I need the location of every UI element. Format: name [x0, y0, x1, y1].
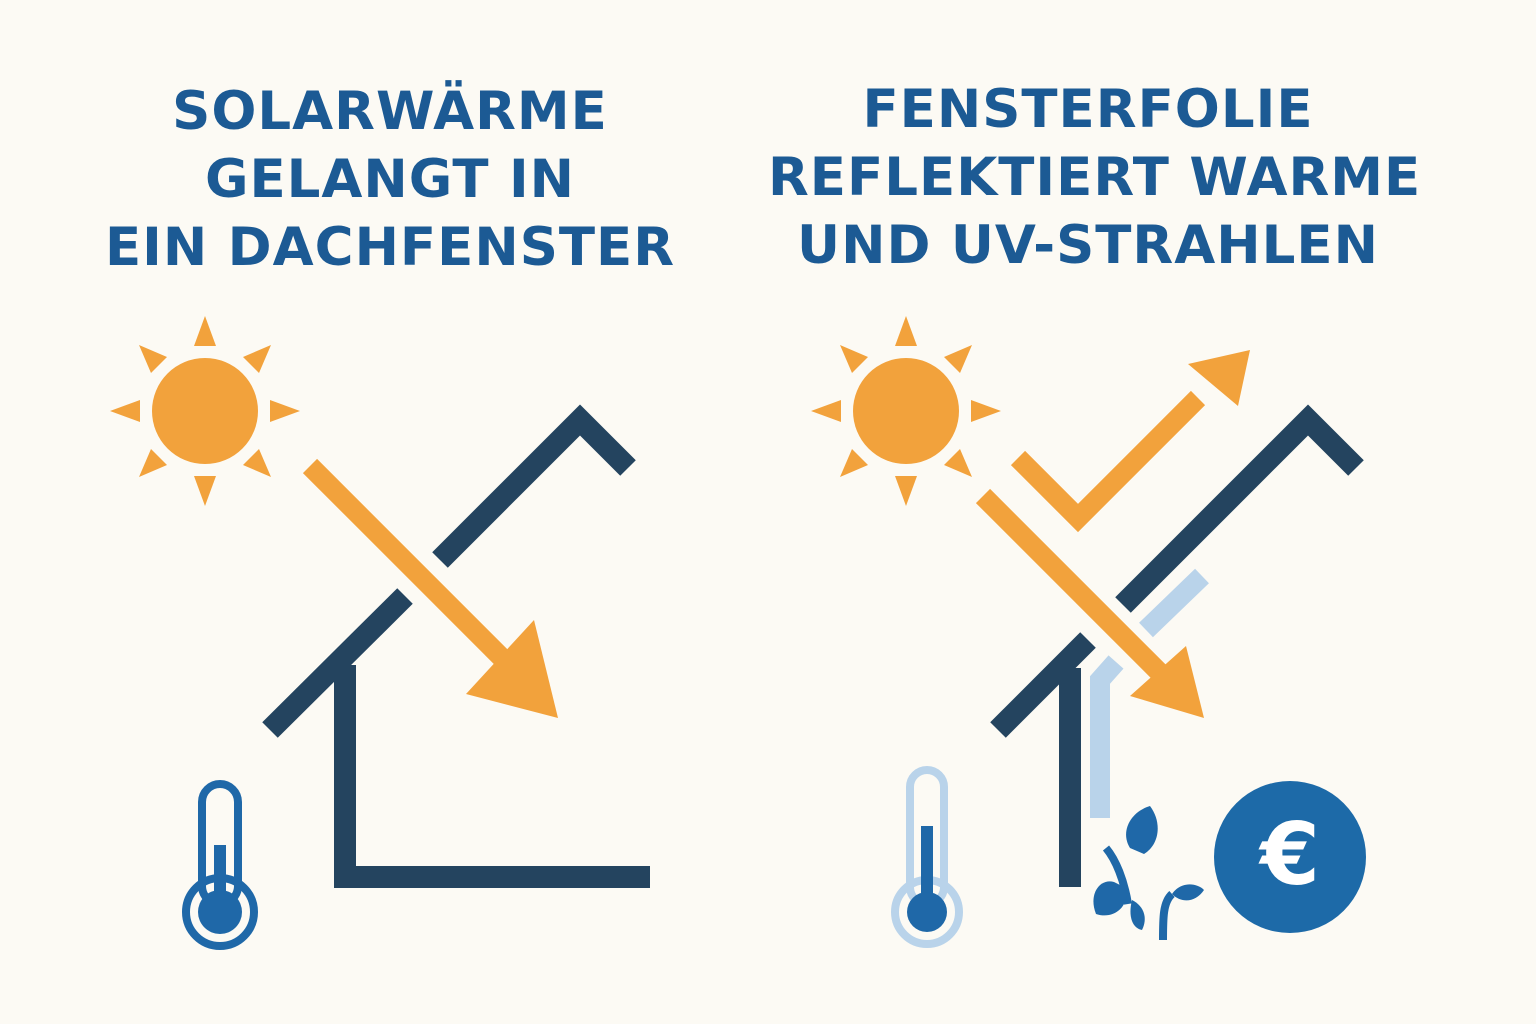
panel-window-film: FENSTERFOLIE REFLEKTIERT WARME UND UV-ST… [768, 0, 1536, 1024]
plant-icon [1093, 806, 1204, 941]
title-line: SOLARWÄRME [172, 81, 608, 142]
euro-symbol: € [1258, 805, 1320, 905]
title-line: UND UV-STRAHLEN [797, 215, 1379, 276]
solar-ray-arrow-icon [302, 458, 558, 718]
sun-icon [811, 316, 1001, 506]
reflected-heat-arrow-icon [1010, 350, 1250, 533]
incoming-ray-arrow-icon [975, 488, 1204, 718]
solar-heat-illustration [110, 316, 650, 950]
thermometer-icon [891, 766, 963, 948]
window-film-illustration: € [811, 316, 1366, 948]
panel-title-window-film: FENSTERFOLIE REFLEKTIERT WARME UND UV-ST… [768, 76, 1422, 280]
euro-coin-icon: € [1214, 781, 1366, 933]
window-film-icon [1090, 568, 1209, 818]
title-line: EIN DACHFENSTER [104, 217, 676, 278]
sun-icon [110, 316, 300, 506]
panel-solar-heat: SOLARWÄRME GELANGT IN EIN DACHFENSTER [80, 78, 700, 950]
panel-title-solar-heat: SOLARWÄRME GELANGT IN EIN DACHFENSTER [80, 78, 700, 282]
title-line: FENSTERFOLIE [862, 79, 1314, 140]
thermometer-icon [182, 780, 258, 950]
title-line: GELANGT IN [204, 149, 576, 210]
house-icon [262, 404, 650, 888]
title-line: REFLEKTIERT WARME [768, 147, 1422, 208]
house-icon [990, 404, 1364, 887]
